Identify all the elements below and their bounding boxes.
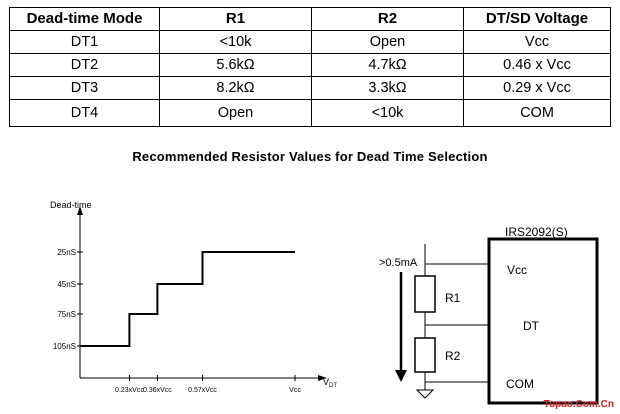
- cell-r1: Open: [159, 99, 312, 127]
- table-header-row: Dead-time Mode R1 R2 DT/SD Voltage: [9, 7, 611, 31]
- x-tick-label: 0.36xVcc: [143, 387, 172, 394]
- current-label: >0.5mA: [379, 257, 418, 269]
- table-row: DT3 8.2kΩ 3.3kΩ 0.29 x Vcc: [9, 76, 611, 100]
- table-row: DT1 <10k Open Vcc: [9, 30, 611, 54]
- table-row: DT4 Open <10k COM: [9, 99, 611, 127]
- cell-r2: Open: [311, 30, 464, 54]
- cell-r1: 8.2kΩ: [159, 76, 312, 100]
- x-axis-arrow: [318, 375, 327, 381]
- resistor-r1-label: R1: [445, 291, 461, 305]
- header-dt-sd-voltage: DT/SD Voltage: [463, 7, 611, 31]
- x-tick-label: 0.23xVcc: [115, 387, 144, 394]
- header-r2: R2: [311, 7, 464, 31]
- x-axis-label-v: V: [323, 377, 329, 387]
- cell-mode: DT4: [9, 99, 160, 127]
- pin-vcc-label: Vcc: [507, 263, 527, 277]
- header-dead-time-mode: Dead-time Mode: [9, 7, 160, 31]
- cell-mode: DT1: [9, 30, 160, 54]
- dead-time-schematic: IRS2092(S) Vcc DT COM R1 R2 >0.5mA: [379, 225, 599, 405]
- watermark: Tupao.Com.Cn: [543, 399, 614, 410]
- cell-r2: 4.7kΩ: [311, 53, 464, 77]
- cell-r2: <10k: [311, 99, 464, 127]
- cell-mode: DT3: [9, 76, 160, 100]
- cell-r1: <10k: [159, 30, 312, 54]
- cell-voltage: 0.29 x Vcc: [463, 76, 611, 100]
- dead-time-table: Dead-time Mode R1 R2 DT/SD Voltage DT1 <…: [9, 7, 611, 127]
- header-r1: R1: [159, 7, 312, 31]
- y-axis-label: Dead-time: [50, 200, 92, 210]
- y-tick-label: 45nS: [57, 280, 76, 289]
- y-tick-label: 75nS: [57, 310, 76, 319]
- cell-mode: DT2: [9, 53, 160, 77]
- resistor-r1: [414, 275, 436, 313]
- ground-icon: [415, 389, 435, 399]
- y-tick-label: 25nS: [57, 248, 76, 257]
- dead-time-step-line: [80, 251, 295, 347]
- ic-label: IRS2092(S): [505, 225, 568, 239]
- cell-r2: 3.3kΩ: [311, 76, 464, 100]
- cell-voltage: 0.46 x Vcc: [463, 53, 611, 77]
- cell-voltage: COM: [463, 99, 611, 127]
- cell-r1: 5.6kΩ: [159, 53, 312, 77]
- y-axis-arrow: [77, 206, 83, 215]
- x-axis-label: VDT: [323, 377, 337, 389]
- resistor-r2: [414, 337, 436, 373]
- resistor-r2-label: R2: [445, 349, 461, 363]
- current-arrow-icon: [395, 370, 407, 382]
- table-row: DT2 5.6kΩ 4.7kΩ 0.46 x Vcc: [9, 53, 611, 77]
- pin-dt-label: DT: [523, 319, 540, 333]
- x-tick-label: 0.57xVcc: [188, 387, 217, 394]
- ic-body: [487, 237, 599, 405]
- y-tick-label: 105nS: [53, 342, 76, 351]
- figure-caption: Recommended Resistor Values for Dead Tim…: [132, 149, 488, 164]
- pin-com-label: COM: [506, 377, 534, 391]
- x-axis-label-sub: DT: [329, 383, 337, 389]
- cell-voltage: Vcc: [463, 30, 611, 54]
- x-tick-label: Vcc: [289, 387, 301, 394]
